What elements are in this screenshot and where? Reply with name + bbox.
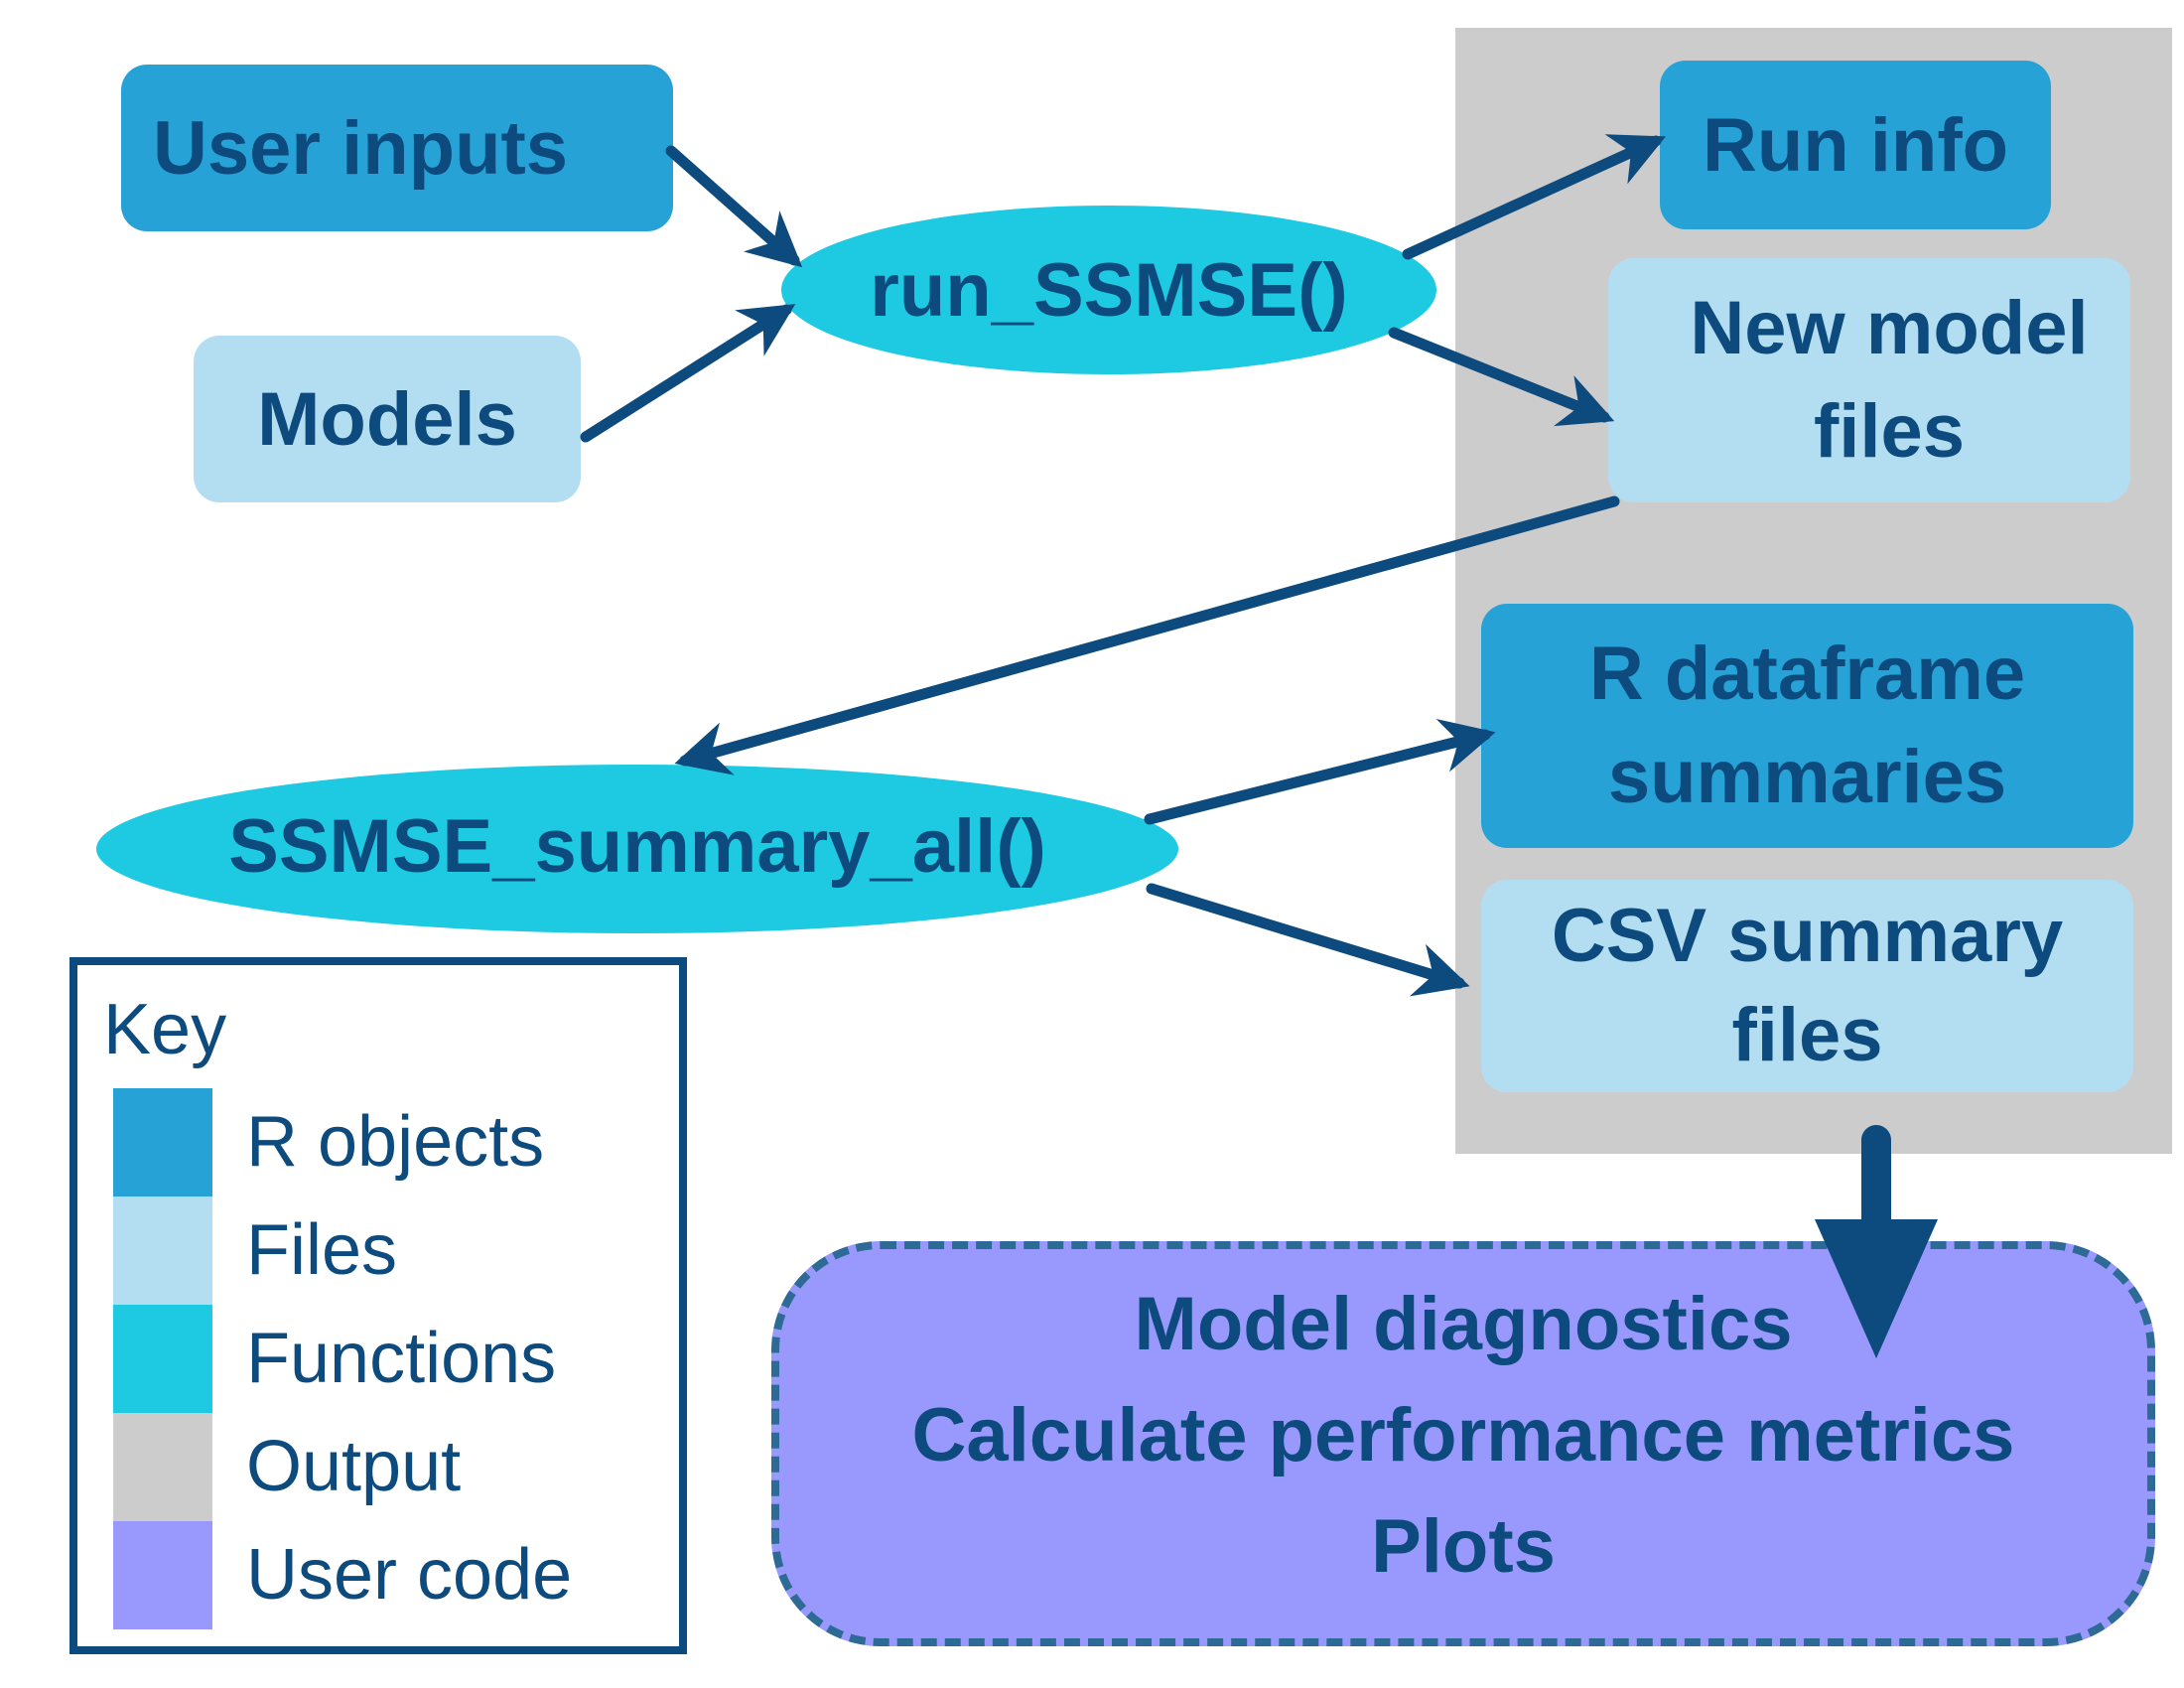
r-dataframe-summaries-node: R dataframe summaries [1481,604,2133,848]
run-info-label: Run info [1702,102,2009,188]
legend-key: Key R objects Files Functions Output Use… [69,957,687,1654]
run-info-node: Run info [1660,61,2051,229]
models-node: Models [194,336,581,502]
arrow-output-to-user-code [1815,1125,1938,1358]
legend-swatch-output [113,1413,212,1521]
user-inputs-label: User inputs [153,105,569,191]
new-model-files-node: New model files [1608,258,2130,502]
csv-summary-line1: CSV summary [1551,894,2064,978]
new-model-files-line2: files [1813,389,1966,474]
legend-label-user-code: User code [246,1535,573,1615]
csv-summary-line2: files [1731,993,1883,1077]
legend-item-files: Files [113,1196,709,1305]
legend-swatch-user-code [113,1521,212,1629]
csv-summary-files-node: CSV summary files [1481,880,2133,1092]
legend-swatch-functions [113,1305,212,1413]
legend-title: Key [103,990,227,1069]
run-ssmse-label: run_SSMSE() [870,247,1348,333]
legend-item-r-objects: R objects [113,1088,709,1196]
legend-label-functions: Functions [246,1319,557,1398]
arrow-summary-to-r-dataframe [1144,719,1496,825]
legend-swatch-r-objects [113,1088,212,1196]
arrow-models-to-run [580,304,796,443]
legend-item-output: Output [113,1413,709,1521]
user-code-line-metrics: Calculate performance metrics [911,1393,2015,1477]
arrow-summary-to-csv [1146,883,1470,997]
legend-label-output: Output [246,1427,462,1506]
models-label: Models [257,376,517,462]
arrow-run-to-run-info [1402,134,1667,260]
user-inputs-node: User inputs [121,65,673,231]
user-code-box: Model diagnostics Calculate performance … [771,1241,2155,1646]
ssmse-summary-all-label: SSMSE_summary_all() [228,803,1046,889]
r-dataframe-line2: summaries [1607,735,2007,819]
legend-swatch-files [113,1196,212,1305]
user-code-line-diagnostics: Model diagnostics [1134,1282,1793,1366]
r-dataframe-line1: R dataframe [1588,632,2026,716]
ssmse-summary-all-function: SSMSE_summary_all() [96,765,1178,933]
legend-label-files: Files [246,1210,398,1290]
legend-item-functions: Functions [113,1305,709,1413]
run-ssmse-function: run_SSMSE() [781,206,1436,374]
legend-item-user-code: User code [113,1521,709,1629]
legend-label-r-objects: R objects [246,1102,545,1182]
arrow-new-model-files-to-summary [674,495,1620,775]
arrow-user-inputs-to-run [665,145,803,268]
new-model-files-line1: New model [1690,286,2089,370]
user-code-line-plots: Plots [1371,1504,1556,1589]
arrow-run-to-new-model-files [1388,327,1615,427]
